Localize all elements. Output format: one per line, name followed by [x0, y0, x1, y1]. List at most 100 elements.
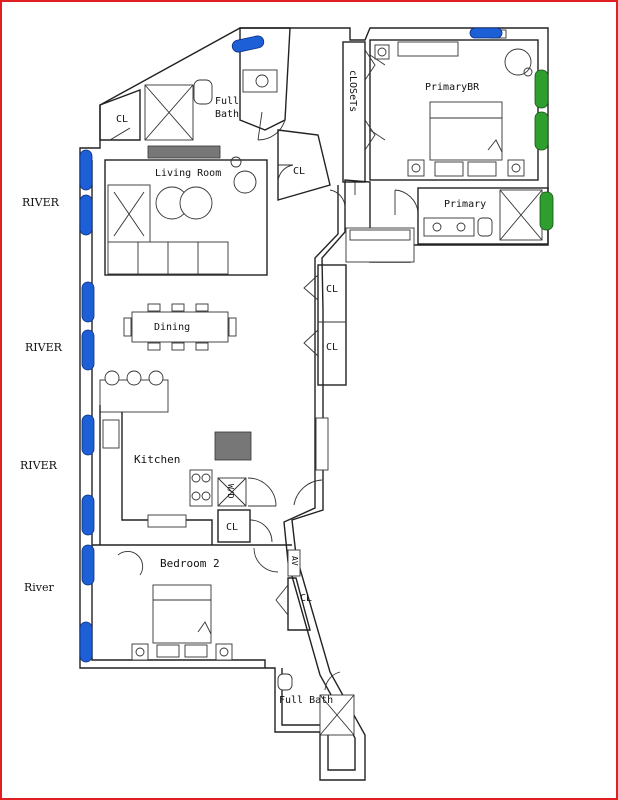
label-living-room: Living Room — [155, 168, 221, 179]
lamp-icon — [230, 156, 242, 168]
kitchen-appliance — [102, 419, 120, 449]
primary-br-room — [369, 39, 539, 181]
burner-icon — [201, 473, 211, 483]
label-kitchen: Kitchen — [134, 453, 180, 466]
label-primary-bath: Primary — [444, 199, 486, 210]
dining-table — [131, 311, 229, 343]
toilet — [477, 217, 493, 237]
pillow — [156, 644, 180, 658]
window-blue — [79, 621, 93, 663]
pillow — [184, 644, 208, 658]
armchair — [107, 184, 151, 244]
closet-door — [109, 127, 131, 141]
bar-stool — [126, 370, 142, 386]
coffee-table — [179, 186, 213, 220]
bottom-bath-door — [324, 671, 341, 691]
primary-bed — [429, 101, 503, 161]
armchair — [504, 48, 532, 76]
bar-stool — [104, 370, 120, 386]
dining-chair — [228, 317, 237, 337]
primary-bath-door — [394, 189, 419, 215]
bedroom2-chair — [117, 551, 144, 576]
closet-door — [275, 584, 289, 616]
dining-chair — [171, 303, 185, 312]
label-cl-right-1: CL — [326, 284, 338, 295]
window-blue — [81, 414, 95, 456]
label-river-2: RIVER — [25, 341, 63, 354]
lamp-icon — [377, 47, 387, 57]
window-blue — [231, 35, 265, 53]
toilet — [193, 79, 213, 105]
label-river-4: River — [24, 581, 55, 594]
sink-icon — [456, 222, 466, 232]
window-blue — [79, 149, 93, 191]
washer-dryer-cross — [217, 477, 247, 507]
label-washer-dryer: W/D — [226, 484, 235, 499]
label-av: AV — [290, 556, 299, 566]
toilet — [277, 673, 293, 691]
closet-doors — [303, 274, 319, 357]
label-cl-top-left: CL — [116, 114, 128, 125]
pillow — [434, 161, 464, 177]
bar-stool — [148, 370, 164, 386]
sink-icon — [255, 74, 269, 88]
double-vanity — [423, 217, 475, 237]
range-hood — [214, 431, 252, 461]
window-blue — [81, 281, 95, 323]
kitchen-closet-walls — [217, 509, 251, 543]
dining-chair — [123, 317, 132, 337]
av-panel — [287, 549, 301, 577]
top-bath-vanity — [242, 69, 278, 93]
burner-icon — [201, 491, 211, 501]
window-blue — [81, 494, 95, 536]
label-cl-bedroom2: CL — [300, 593, 312, 604]
closets-block — [342, 41, 366, 183]
window-blue — [469, 27, 503, 39]
label-full-bath-top-1: Full — [215, 96, 239, 107]
window-blue — [81, 544, 95, 586]
nightstand — [131, 643, 149, 661]
window-green — [534, 69, 549, 109]
top-bath-door — [257, 111, 286, 141]
chair-pattern — [113, 191, 145, 237]
lounge-chair — [233, 170, 257, 194]
tv-console — [147, 145, 221, 159]
kitchen-closet-door — [249, 519, 273, 543]
laundry-door — [247, 477, 277, 507]
living-room-room — [104, 159, 268, 276]
dining-chair — [171, 342, 185, 351]
label-full-bath-bottom: Full Bath — [279, 695, 333, 706]
label-dining: Dining — [154, 322, 190, 333]
label-bedroom-2: Bedroom 2 — [160, 557, 220, 570]
lamp-icon — [511, 163, 521, 173]
top-full-bath-walls — [239, 27, 291, 131]
kitchen-sink — [147, 514, 187, 528]
dining-chair — [195, 303, 209, 312]
label-cl-kitchen: CL — [226, 522, 238, 533]
hall-door-swing — [329, 189, 346, 209]
lamp-icon — [219, 647, 229, 657]
bedroom2-bed — [152, 584, 212, 644]
label-cl-hall: CL — [293, 166, 305, 177]
nightstand — [374, 44, 390, 60]
sink-icon — [432, 222, 442, 232]
window-green — [534, 111, 549, 151]
label-river-1: RIVER — [22, 196, 60, 209]
dining-chair — [147, 303, 161, 312]
nightstand — [507, 159, 525, 177]
bedroom2-door — [253, 547, 279, 573]
sofa-cushions — [137, 242, 199, 274]
shower-drain-lines — [319, 694, 355, 736]
lamp-icon — [135, 647, 145, 657]
hall-shelf — [349, 229, 411, 241]
label-primary-br: PrimaryBR — [425, 82, 480, 93]
label-full-bath-top-2: Bath — [215, 109, 239, 120]
pillow — [467, 161, 497, 177]
entry-door-swing — [293, 479, 323, 506]
hall-shelf — [315, 417, 329, 471]
burner-icon — [191, 473, 201, 483]
dining-chair — [195, 342, 209, 351]
